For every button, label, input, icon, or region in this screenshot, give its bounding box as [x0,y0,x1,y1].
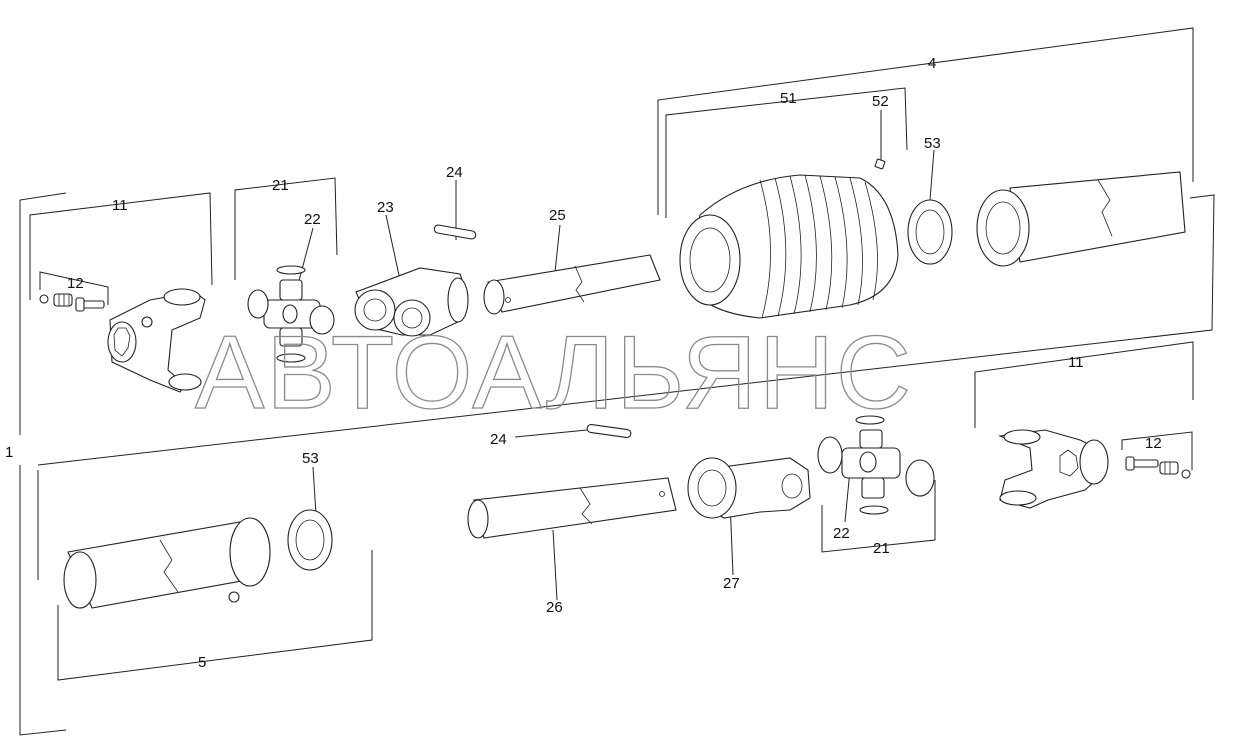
yoke-right [997,429,1109,509]
callout-21-left: 21 [272,177,289,194]
pin-bottom [586,423,632,439]
callout-4: 4 [928,55,936,72]
callout-23: 23 [377,199,394,216]
ring-top [907,199,953,265]
screw [874,158,886,170]
ring-bottom [287,509,333,571]
callout-52: 52 [872,93,889,110]
inner-tube [483,254,661,315]
spider-left [247,265,335,363]
callout-24-bottom: 24 [490,431,507,448]
outer-tube [467,477,677,539]
callout-11-left: 11 [112,197,128,214]
callout-12-left: 12 [67,275,84,292]
callout-12-right: 12 [1145,435,1162,452]
outer-yoke [687,457,811,519]
callout-1: 1 [5,444,13,461]
callout-26: 26 [546,599,563,616]
callout-11-right: 11 [1068,354,1084,371]
guard-tube-upper [976,171,1186,267]
inner-yoke [354,267,469,337]
callout-21-right: 21 [873,540,890,557]
yoke-left [107,288,206,393]
callout-51: 51 [780,90,797,107]
callout-22-left: 22 [304,211,321,228]
watermark: АВТОАЛЬЯНС [195,315,913,431]
guard-tube-lower [63,517,271,609]
bolt-set-left [39,293,105,312]
callout-5: 5 [198,654,206,671]
callout-27: 27 [723,575,740,592]
spider-right [817,415,935,515]
callout-25: 25 [549,207,566,224]
callout-22-right: 22 [833,525,850,542]
pin-top [433,224,477,240]
callout-labels: 1 11 12 21 22 23 24 25 4 51 52 53 53 24 … [5,55,1162,671]
guard-cone [679,174,899,319]
callout-53-top: 53 [924,135,941,152]
bolt-set-right [1125,456,1191,479]
callout-53-bottom: 53 [302,450,319,467]
bracket-lines [19,27,1215,736]
callout-24-top: 24 [446,164,463,181]
